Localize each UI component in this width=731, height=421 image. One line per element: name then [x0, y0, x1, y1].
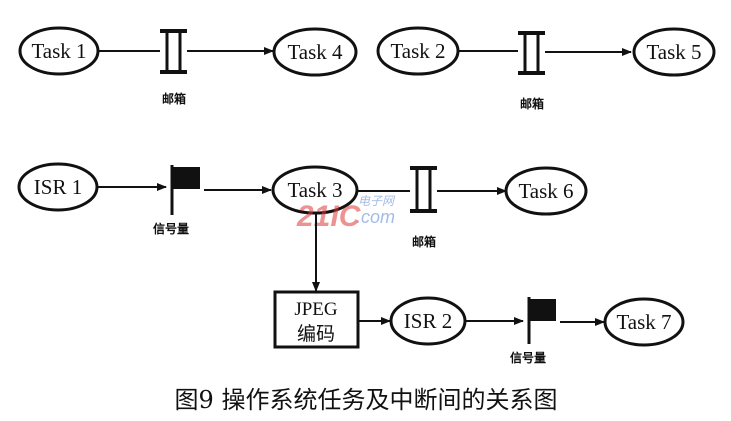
node-task4-label: Task 4: [287, 40, 343, 64]
mailbox-label-3: 邮箱: [412, 234, 436, 249]
mailbox-icon: [410, 166, 437, 213]
mailbox-icon: [160, 29, 187, 74]
semaphore-flag-icon: [527, 297, 556, 344]
node-isr1: ISR 1: [17, 162, 99, 212]
node-task4: Task 4: [272, 27, 358, 77]
watermark-logo: 21IC 电子网 .com: [296, 194, 396, 233]
node-task6-label: Task 6: [518, 179, 573, 203]
mailbox-icon: [518, 31, 545, 75]
watermark-main: 21IC: [296, 200, 362, 233]
semaphore-flag-icon: [170, 165, 200, 215]
node-isr2-label: ISR 2: [404, 309, 452, 333]
node-task1-label: Task 1: [31, 39, 86, 63]
mailbox-label-2: 邮箱: [520, 96, 544, 111]
node-task2: Task 2: [376, 26, 460, 76]
node-task3-label: Task 3: [287, 178, 342, 202]
node-task5-label: Task 5: [646, 40, 701, 64]
watermark-top: 电子网: [358, 194, 396, 208]
semaphore-label-2: 信号量: [510, 350, 546, 365]
jpeg-encode-box: JPEG 编码: [273, 290, 360, 349]
semaphore-label-1: 信号量: [153, 221, 189, 236]
watermark-bottom: .com: [356, 207, 395, 227]
node-task5: Task 5: [632, 27, 716, 77]
node-isr2: ISR 2: [389, 296, 467, 346]
jpeg-box-line1: JPEG: [294, 299, 338, 320]
node-task2-label: Task 2: [390, 39, 445, 63]
node-task1: Task 1: [18, 26, 100, 76]
node-task7-label: Task 7: [616, 310, 671, 334]
node-task6: Task 6: [504, 166, 588, 216]
figure-caption: 图9 操作系统任务及中断间的关系图: [175, 386, 558, 414]
mailbox-label-1: 邮箱: [162, 91, 186, 106]
node-task7: Task 7: [603, 297, 685, 347]
jpeg-box-line2: 编码: [297, 323, 335, 345]
node-isr1-label: ISR 1: [34, 175, 82, 199]
